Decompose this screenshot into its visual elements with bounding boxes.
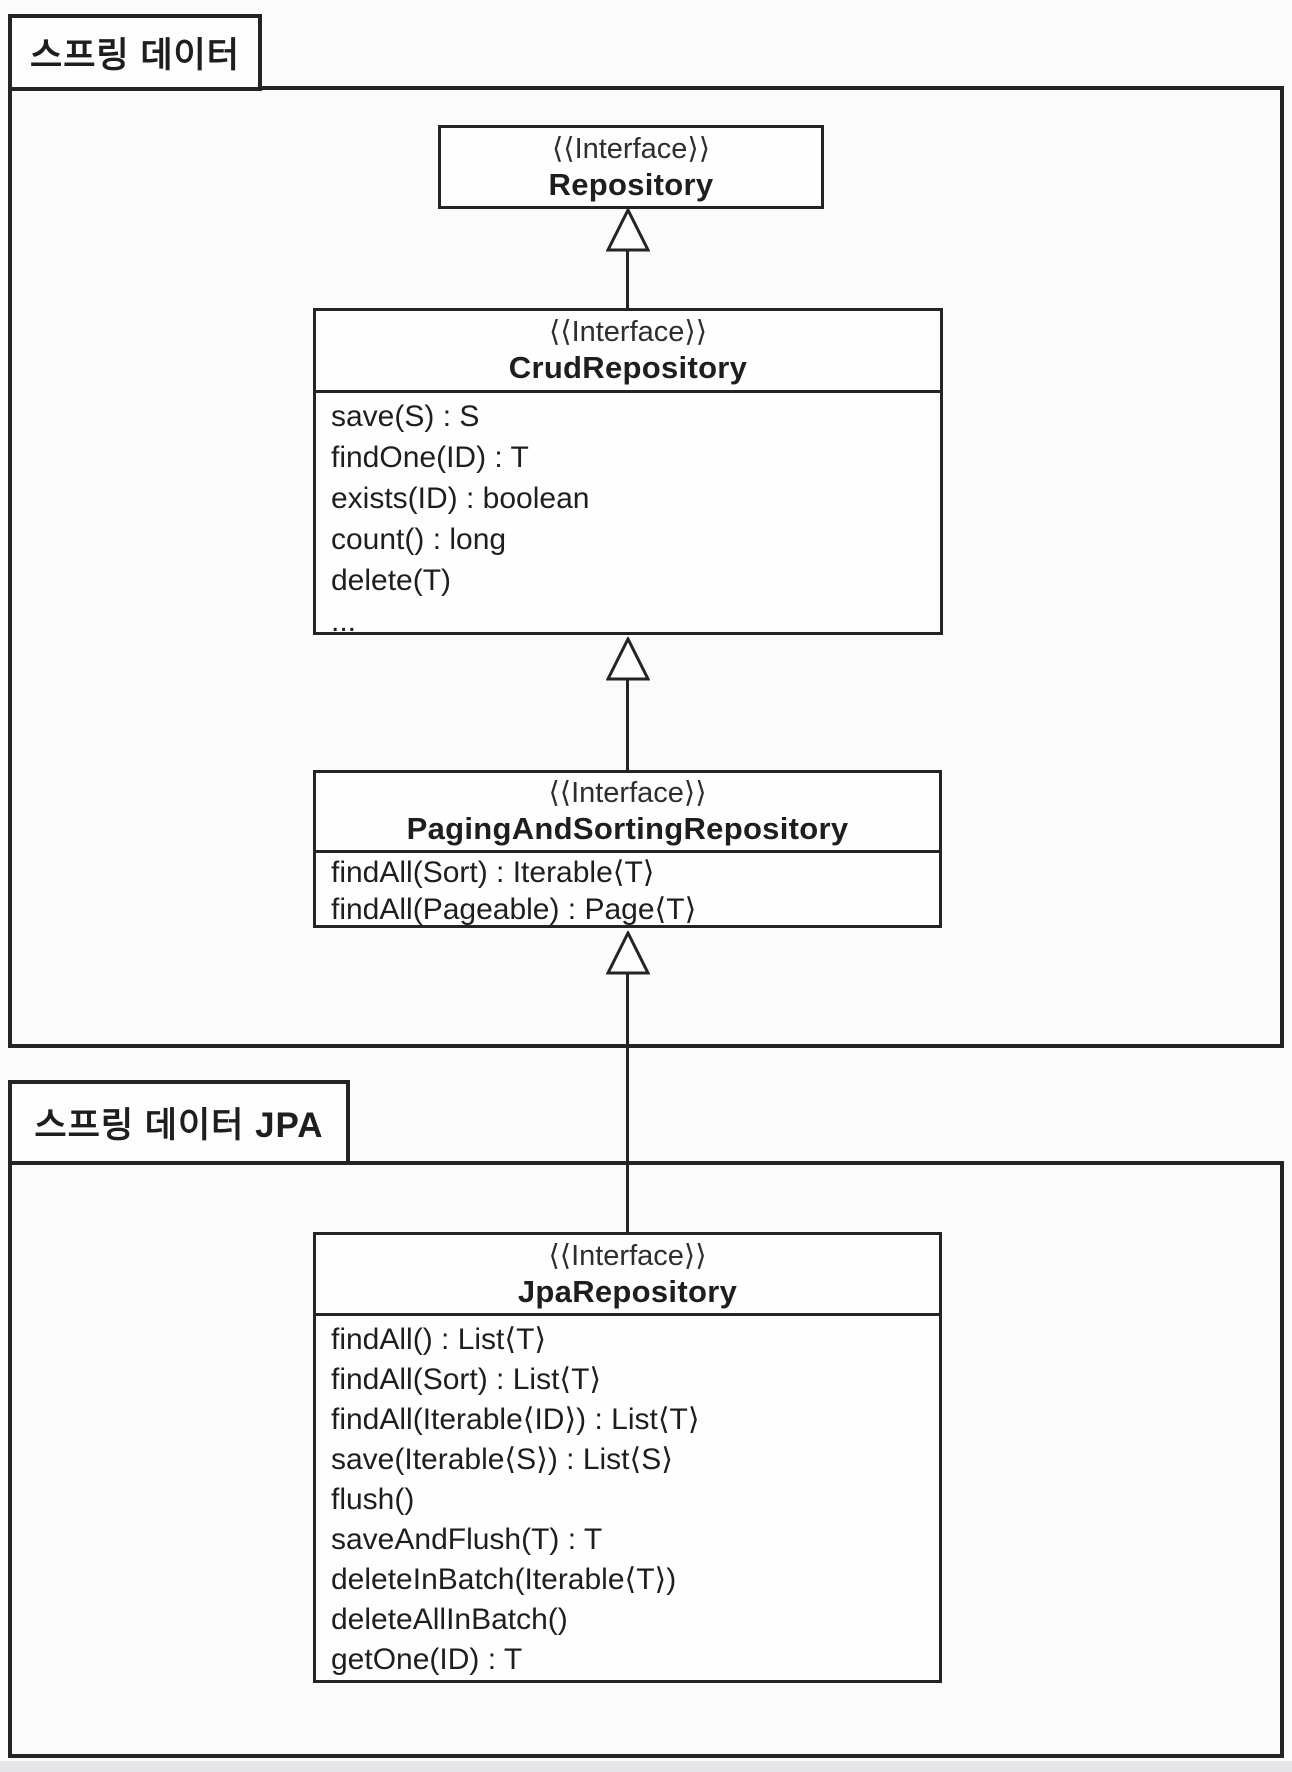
method-item: findAll(Iterable⟨ID⟩) : List⟨T⟩ bbox=[331, 1403, 700, 1436]
class-name: JpaRepository bbox=[517, 1273, 738, 1309]
package-spring-data-label: 스프링 데이터 bbox=[30, 36, 240, 75]
stereotype-label: ⟨⟨Interface⟩⟩ bbox=[548, 1239, 707, 1272]
package-spring-data-tab: 스프링 데이터 bbox=[8, 14, 262, 91]
method-list: save(S) : S findOne(ID) : T exists(ID) : b… bbox=[316, 390, 940, 632]
package-spring-data-jpa-label: 스프링 데이터 JPA bbox=[34, 1106, 324, 1145]
method-item: findAll() : List⟨T⟩ bbox=[331, 1323, 547, 1356]
stereotype-label: ⟨⟨Interface⟩⟩ bbox=[548, 316, 708, 348]
method-item: delete(T) bbox=[331, 564, 452, 597]
method-item: findAll(Sort) : List⟨T⟩ bbox=[331, 1363, 602, 1396]
method-item: flush() bbox=[331, 1483, 415, 1516]
stereotype-label: ⟨⟨Interface⟩⟩ bbox=[548, 777, 707, 809]
uml-class-paging-and-sorting-repository: ⟨⟨Interface⟩⟩ PagingAndSortingRepository… bbox=[313, 770, 942, 928]
generalization-line-crud-to-repository bbox=[626, 250, 629, 310]
class-header: ⟨⟨Interface⟩⟩ PagingAndSortingRepository bbox=[316, 773, 939, 850]
package-spring-data-jpa-tab: 스프링 데이터 JPA bbox=[8, 1080, 350, 1165]
method-item: deleteInBatch(Iterable⟨T⟩) bbox=[331, 1563, 677, 1596]
inheritance-triangle-icon bbox=[606, 637, 650, 681]
method-item: ... bbox=[331, 605, 357, 632]
method-item: save(Iterable⟨S⟩) : List⟨S⟩ bbox=[331, 1443, 673, 1476]
uml-class-crud-repository: ⟨⟨Interface⟩⟩ CrudRepository save(S) : S… bbox=[313, 308, 943, 635]
inheritance-triangle-icon bbox=[606, 208, 650, 252]
generalization-line-jpa-to-paging bbox=[626, 973, 629, 1234]
class-header: ⟨⟨Interface⟩⟩ Repository bbox=[441, 128, 821, 206]
method-item: save(S) : S bbox=[331, 400, 480, 433]
method-item: count() : long bbox=[331, 523, 507, 556]
generalization-line-paging-to-crud bbox=[626, 679, 629, 772]
method-item: deleteAllInBatch() bbox=[331, 1603, 568, 1636]
package-spring-data-body bbox=[8, 86, 1284, 1048]
method-list: findAll(Sort) : Iterable⟨T⟩ findAll(Pagea… bbox=[316, 850, 939, 925]
class-name: Repository bbox=[548, 166, 714, 202]
stereotype-label: ⟨⟨Interface⟩⟩ bbox=[551, 132, 711, 165]
inheritance-triangle-icon bbox=[606, 931, 650, 975]
method-item: findAll(Pageable) : Page⟨T⟩ bbox=[331, 893, 697, 925]
method-item: exists(ID) : boolean bbox=[331, 482, 590, 515]
method-item: findAll(Sort) : Iterable⟨T⟩ bbox=[331, 856, 655, 889]
method-item: saveAndFlush(T) : T bbox=[331, 1523, 603, 1556]
class-name: PagingAndSortingRepository bbox=[406, 811, 849, 846]
uml-class-repository: ⟨⟨Interface⟩⟩ Repository bbox=[438, 125, 824, 209]
method-item: findOne(ID) : T bbox=[331, 441, 529, 474]
package-spring-data-jpa-body bbox=[8, 1161, 1284, 1758]
class-header: ⟨⟨Interface⟩⟩ JpaRepository bbox=[316, 1235, 939, 1313]
class-name: CrudRepository bbox=[508, 350, 748, 385]
class-header: ⟨⟨Interface⟩⟩ CrudRepository bbox=[316, 311, 940, 390]
method-list: findAll() : List⟨T⟩ findAll(Sort) : List⟨… bbox=[316, 1313, 939, 1680]
bottom-strip bbox=[0, 1761, 1292, 1772]
method-item: getOne(ID) : T bbox=[331, 1643, 523, 1676]
uml-class-jpa-repository: ⟨⟨Interface⟩⟩ JpaRepository findAll() : … bbox=[313, 1232, 942, 1683]
